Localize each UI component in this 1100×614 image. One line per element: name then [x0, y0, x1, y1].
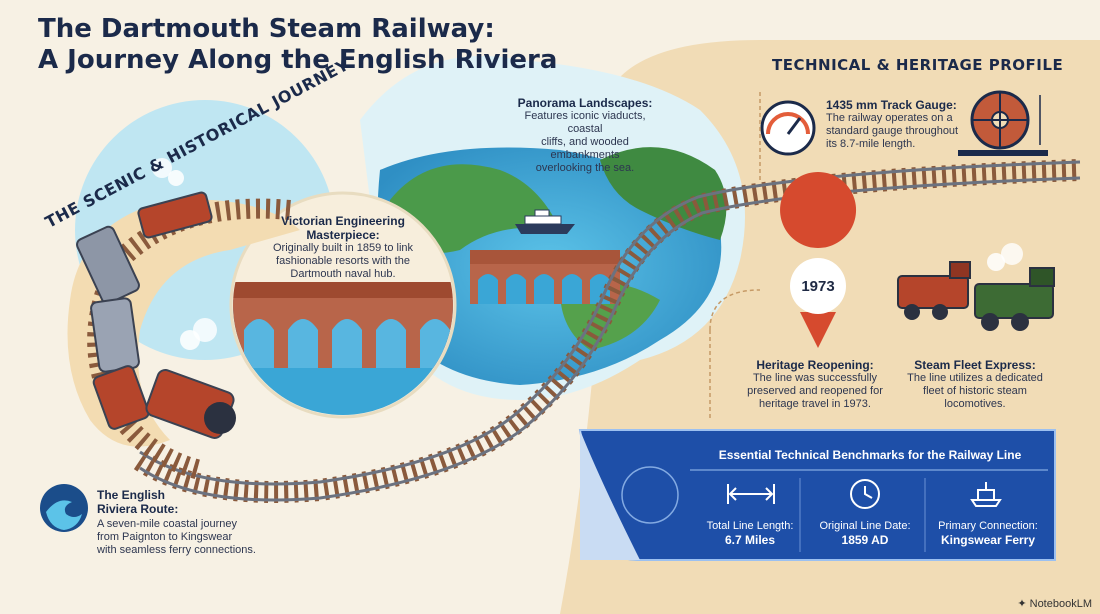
fleet-body-line: fleet of historic steam	[923, 385, 1027, 397]
footer-brand: ✦ NotebookLM	[1017, 597, 1092, 610]
victorian-title-line: Masterpiece:	[306, 228, 380, 242]
victorian-title-line: Victorian Engineering	[281, 214, 405, 228]
fleet-block: Steam Fleet Express: The line utilizes a…	[905, 358, 1045, 411]
reopening-body-line: heritage travel in 1973.	[759, 398, 871, 410]
victorian-body-line: fashionable resorts with the	[276, 255, 410, 267]
benchmark-date: Original Line Date: 1859 AD	[810, 520, 920, 547]
benchmark-value: Kingswear Ferry	[940, 533, 1036, 547]
riviera-body-line: with seamless ferry connections.	[97, 544, 256, 556]
gauge-title: 1435 mm Track Gauge:	[826, 98, 957, 112]
panorama-body-line: overlooking the sea.	[535, 162, 635, 174]
reopening-year-badge: 1973	[801, 278, 835, 295]
brand-logo-icon: ✦	[1017, 598, 1027, 610]
fleet-body-line: locomotives.	[944, 398, 1006, 410]
panorama-body-line: cliffs, and wooded embankments	[541, 136, 629, 161]
main-title: The Dartmouth Steam Railway: A Journey A…	[38, 14, 557, 76]
riviera-title-line: Riviera Route:	[97, 502, 179, 516]
benchmark-label: Original Line Date:	[819, 520, 911, 532]
fleet-title: Steam Fleet Express:	[914, 358, 1036, 372]
victorian-viaduct-scene	[233, 282, 453, 415]
main-title-line2: A Journey Along the English Riviera	[38, 45, 558, 75]
panorama-block: Panorama Landscapes: Features iconic via…	[510, 96, 660, 175]
benchmark-connection: Primary Connection: Kingswear Ferry	[928, 520, 1048, 547]
riviera-body-line: A seven-mile coastal journey	[97, 518, 238, 530]
benchmark-label: Primary Connection:	[938, 520, 1038, 532]
gauge-body-line: its 8.7-mile length.	[826, 138, 916, 150]
victorian-body-line: Dartmouth naval hub.	[290, 268, 396, 280]
benchmarks-heading: Essential Technical Benchmarks for the R…	[718, 448, 1022, 462]
fleet-body-line: The line utilizes a dedicated	[907, 372, 1043, 384]
benchmark-length: Total Line Length: 6.7 Miles	[695, 520, 805, 547]
panorama-body-line: Features iconic viaducts, coastal	[524, 110, 646, 135]
reopening-body-line: preserved and reopened for	[747, 385, 883, 397]
gauge-body-line: The railway operates on a	[826, 112, 953, 124]
footer-brand-text: NotebookLM	[1029, 598, 1092, 610]
speed-gauge-icon	[760, 100, 816, 156]
reopening-block: Heritage Reopening: The line was success…	[745, 358, 885, 411]
wave-icon	[40, 484, 88, 532]
steam-train-illustration	[76, 158, 236, 439]
train-wheel-icon	[958, 90, 1048, 156]
victorian-body-line: Originally built in 1859 to link	[272, 242, 414, 254]
gauge-body-line: standard gauge throughout	[826, 125, 959, 137]
gauge-block: 1435 mm Track Gauge: The railway operate…	[826, 98, 961, 151]
reopening-title: Heritage Reopening:	[756, 358, 874, 372]
riviera-body-line: from Paignton to Kingswear	[97, 531, 233, 543]
victorian-block: Victorian Engineering Masterpiece: Origi…	[265, 214, 421, 281]
panorama-title: Panorama Landscapes:	[517, 96, 653, 110]
blueprint-panel	[578, 429, 1056, 561]
reopening-body-line: The line was successfully	[752, 372, 878, 384]
riviera-block: The English Riviera Route: A seven-mile …	[97, 488, 277, 557]
benchmark-value: 1859 AD	[841, 533, 889, 547]
map-pin-icon	[780, 172, 857, 348]
steam-locomotives-illustration	[897, 243, 1055, 331]
benchmark-label: Total Line Length:	[706, 520, 794, 532]
technical-heading: TECHNICAL & HERITAGE PROFILE	[772, 56, 1064, 74]
benchmark-value: 6.7 Miles	[724, 533, 776, 547]
main-title-line1: The Dartmouth Steam Railway:	[38, 14, 495, 44]
riviera-title-line: The English	[97, 488, 166, 502]
ship-illustration	[515, 209, 575, 234]
coastal-viaduct	[470, 250, 620, 304]
green-hills	[390, 164, 560, 254]
dashed-connectors	[709, 92, 761, 420]
